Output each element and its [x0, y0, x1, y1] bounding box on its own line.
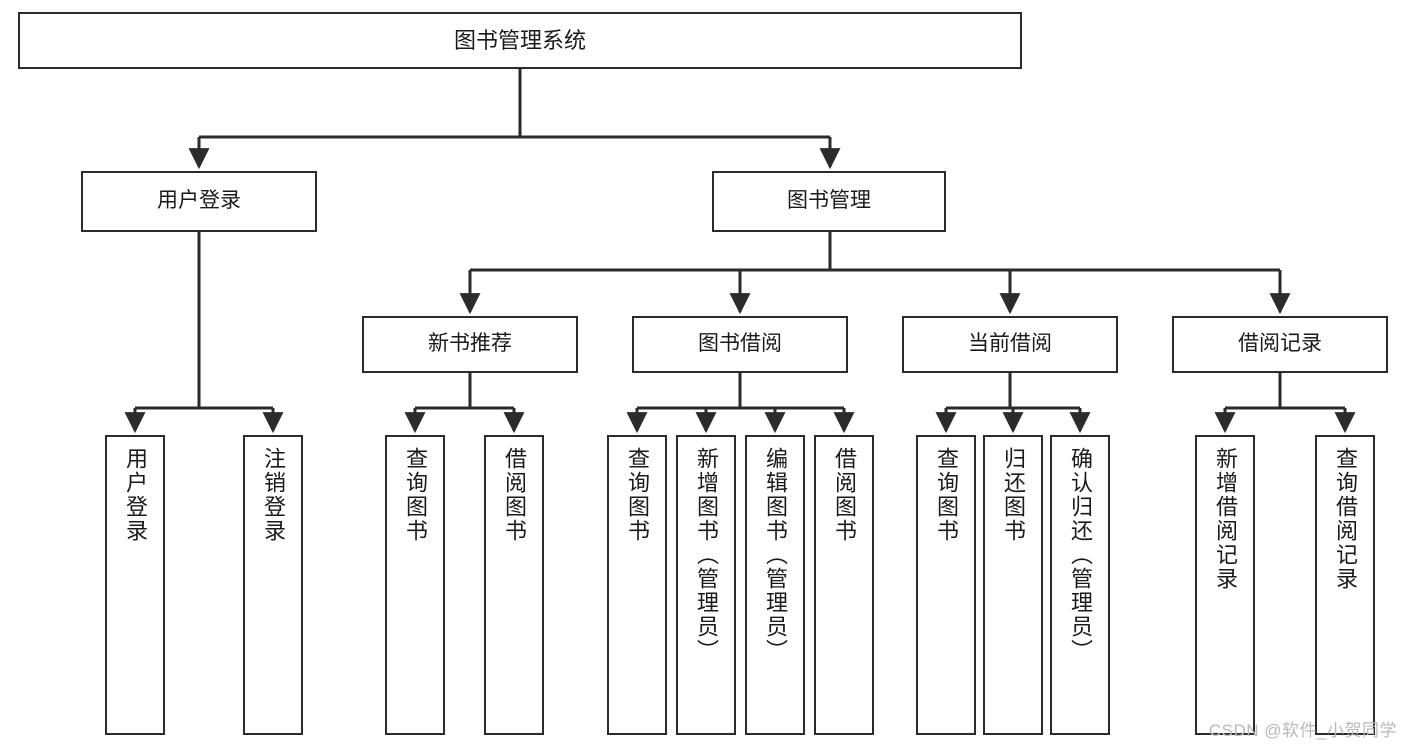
node-leaf-user-logout[interactable]: 注销登录: [243, 435, 303, 735]
node-leaf-user-logout-label: 注销登录: [261, 447, 286, 543]
node-book-manage[interactable]: 图书管理: [712, 171, 946, 232]
node-book-borrow-label: 图书借阅: [698, 332, 782, 356]
node-user-login-label: 用户登录: [157, 189, 241, 213]
node-leaf-return-book[interactable]: 归还图书: [983, 435, 1043, 735]
node-leaf-add-book-label: 新增图书（管理员）: [694, 447, 719, 663]
node-leaf-query-book-1[interactable]: 查询图书: [385, 435, 445, 735]
node-leaf-confirm-return[interactable]: 确认归还（管理员）: [1050, 435, 1110, 735]
node-leaf-query-book-2-label: 查询图书: [625, 447, 650, 543]
csdn-watermark: CSDN @软件_小贺同学: [1208, 721, 1397, 740]
node-leaf-borrow-book-1[interactable]: 借阅图书: [484, 435, 544, 735]
node-leaf-query-book-2[interactable]: 查询图书: [607, 435, 667, 735]
node-leaf-edit-book[interactable]: 编辑图书（管理员）: [745, 435, 805, 735]
node-leaf-add-record[interactable]: 新增借阅记录: [1195, 435, 1255, 735]
node-leaf-query-book-3-label: 查询图书: [934, 447, 959, 543]
node-book-manage-label: 图书管理: [787, 189, 871, 213]
node-root-label: 图书管理系统: [453, 27, 586, 53]
node-leaf-add-book[interactable]: 新增图书（管理员）: [676, 435, 736, 735]
node-new-book-recommend-label: 新书推荐: [428, 332, 512, 356]
node-leaf-query-record[interactable]: 查询借阅记录: [1315, 435, 1375, 735]
node-current-borrow[interactable]: 当前借阅: [902, 316, 1118, 373]
node-new-book-recommend[interactable]: 新书推荐: [362, 316, 578, 373]
node-leaf-return-book-label: 归还图书: [1001, 447, 1026, 543]
node-leaf-add-record-label: 新增借阅记录: [1213, 447, 1238, 591]
node-leaf-confirm-return-label: 确认归还（管理员）: [1068, 447, 1093, 663]
node-current-borrow-label: 当前借阅: [968, 332, 1052, 356]
node-leaf-user-login-label: 用户登录: [123, 447, 148, 543]
node-leaf-borrow-book-2[interactable]: 借阅图书: [814, 435, 874, 735]
node-root[interactable]: 图书管理系统: [18, 12, 1022, 69]
node-leaf-query-record-label: 查询借阅记录: [1333, 447, 1358, 591]
node-borrow-record-label: 借阅记录: [1238, 332, 1322, 356]
node-leaf-user-login[interactable]: 用户登录: [105, 435, 165, 735]
node-leaf-borrow-book-2-label: 借阅图书: [832, 447, 857, 543]
node-user-login[interactable]: 用户登录: [81, 171, 317, 232]
node-leaf-query-book-1-label: 查询图书: [403, 447, 428, 543]
node-borrow-record[interactable]: 借阅记录: [1172, 316, 1388, 373]
node-leaf-edit-book-label: 编辑图书（管理员）: [763, 447, 788, 663]
node-book-borrow[interactable]: 图书借阅: [632, 316, 848, 373]
node-leaf-query-book-3[interactable]: 查询图书: [916, 435, 976, 735]
node-leaf-borrow-book-1-label: 借阅图书: [502, 447, 527, 543]
